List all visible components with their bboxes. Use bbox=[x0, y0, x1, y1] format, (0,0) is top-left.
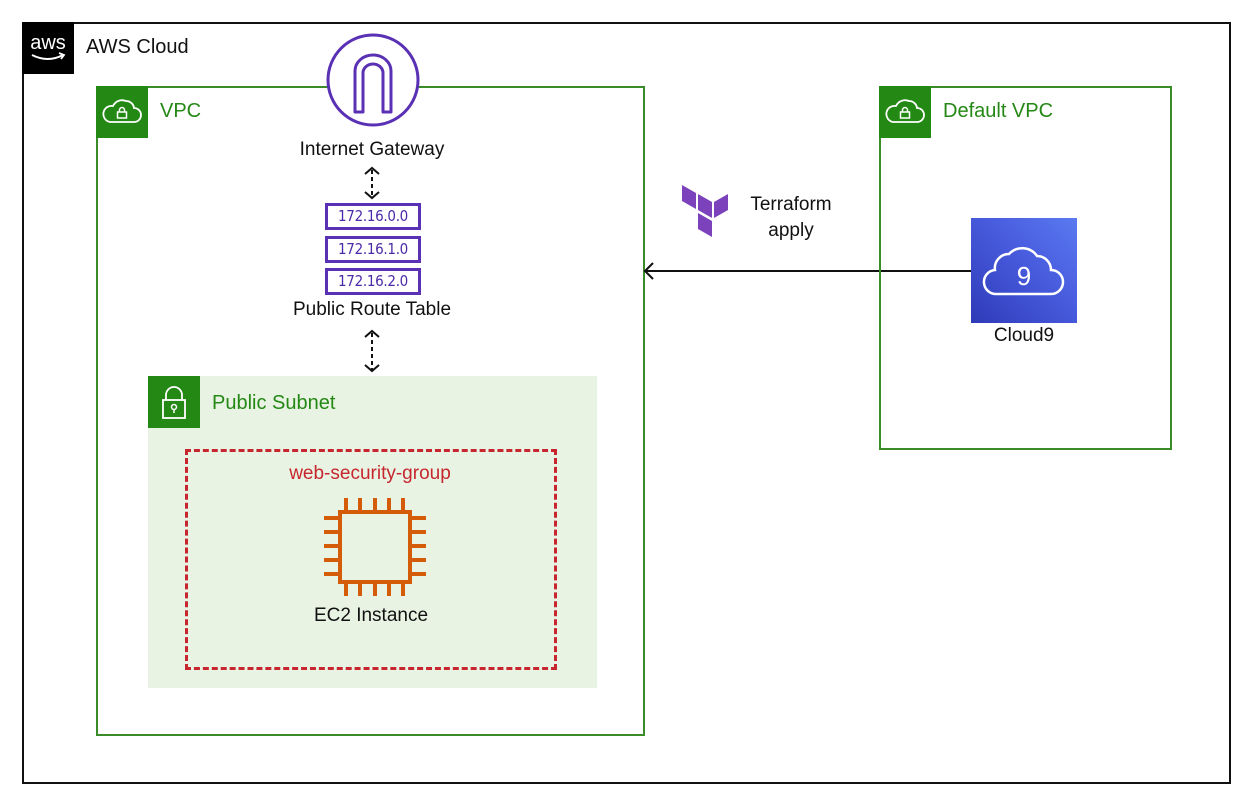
subnet-lock-icon bbox=[148, 376, 200, 428]
cloud9-label: Cloud9 bbox=[993, 325, 1055, 346]
terraform-icon bbox=[682, 185, 728, 237]
cloud9-icon: 9 bbox=[971, 218, 1077, 323]
ec2-chip-icon bbox=[324, 498, 426, 596]
public-subnet-group bbox=[148, 376, 597, 688]
security-group-boundary bbox=[185, 449, 557, 670]
route-entry: 172.16.2.0 bbox=[325, 268, 421, 295]
route-entry: 172.16.0.0 bbox=[325, 203, 421, 230]
security-group-label: web-security-group bbox=[289, 463, 451, 484]
vpc-cloud-lock-icon bbox=[879, 86, 931, 138]
route-table-label: Public Route Table bbox=[292, 299, 452, 320]
aws-cloud-group bbox=[22, 22, 1231, 784]
route-table-subnet-connector bbox=[364, 329, 380, 373]
vpc-cloud-lock-icon bbox=[96, 86, 148, 138]
public-subnet-label: Public Subnet bbox=[212, 392, 336, 414]
aws-logo-icon: aws bbox=[22, 22, 74, 74]
internet-gateway-icon bbox=[326, 33, 420, 127]
terraform-label-line1: Terraform bbox=[750, 194, 832, 215]
terraform-apply-arrow bbox=[643, 262, 971, 280]
igw-route-table-connector bbox=[364, 166, 380, 200]
route-entry: 172.16.1.0 bbox=[325, 236, 421, 263]
vpc-label: VPC bbox=[160, 100, 202, 122]
aws-cloud-label: AWS Cloud bbox=[86, 36, 189, 58]
default-vpc-group bbox=[879, 86, 1172, 450]
internet-gateway-label: Internet Gateway bbox=[299, 139, 445, 160]
terraform-apply-label: Terraform apply bbox=[735, 192, 847, 244]
default-vpc-label: Default VPC bbox=[943, 100, 1054, 122]
ec2-label: EC2 Instance bbox=[313, 605, 429, 626]
cloud9-glyph: 9 bbox=[1017, 261, 1031, 291]
svg-text:aws: aws bbox=[30, 32, 66, 54]
terraform-label-line2: apply bbox=[768, 220, 814, 241]
